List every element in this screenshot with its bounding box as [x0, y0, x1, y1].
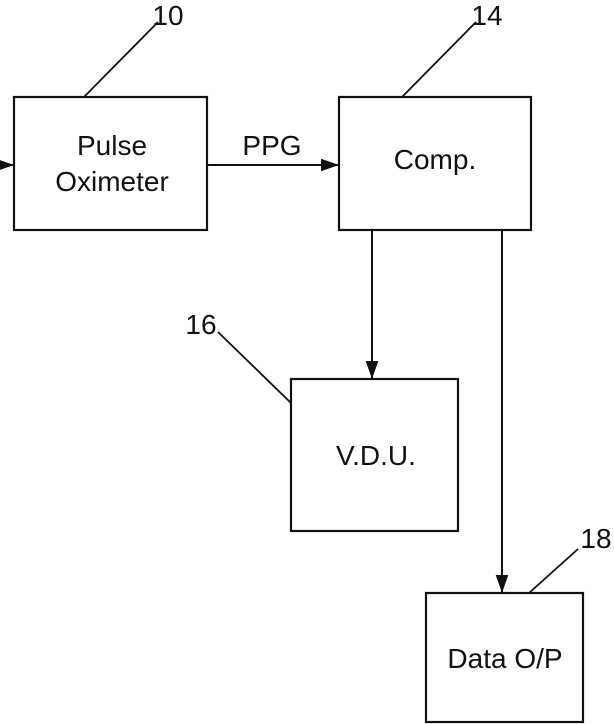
ref-leader-16 — [218, 332, 291, 403]
ref-number-14: 14 — [471, 0, 502, 31]
pulse-oximeter-block: Pulse Oximeter — [14, 97, 207, 230]
vdu-block: V.D.U. — [291, 379, 458, 531]
ref-leader-10 — [84, 22, 158, 97]
comp-label: Comp. — [394, 144, 476, 175]
ppg-signal-label: PPG — [242, 130, 301, 161]
vdu-label: V.D.U. — [336, 440, 416, 471]
ref-number-18: 18 — [580, 523, 611, 554]
ref-leader-18 — [529, 549, 578, 593]
ref-leader-14 — [402, 22, 476, 97]
data-op-block: Data O/P — [426, 593, 583, 722]
pulse-oximeter-label-line2: Oximeter — [55, 166, 169, 197]
pulse-oximeter-label-line1: Pulse — [77, 130, 147, 161]
data-op-label: Data O/P — [447, 643, 562, 674]
ref-number-16: 16 — [185, 309, 216, 340]
comp-block: Comp. — [339, 97, 531, 230]
ref-number-10: 10 — [152, 0, 183, 31]
